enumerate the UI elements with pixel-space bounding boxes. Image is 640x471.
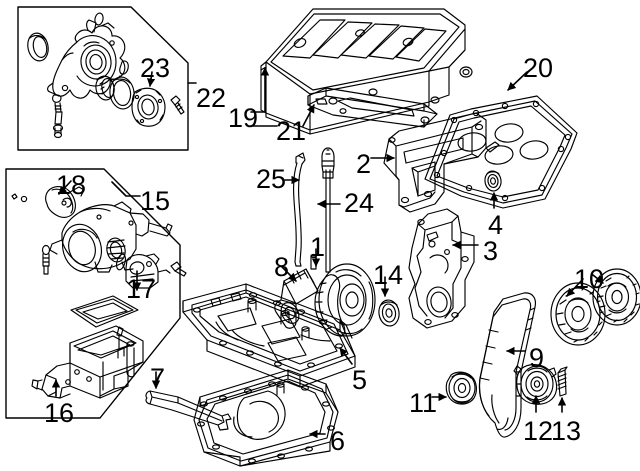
upper-oil-pan [182, 283, 356, 388]
callout-14[interactable]: 14 [373, 260, 404, 290]
crankshaft-pulley [314, 263, 376, 337]
callout-23[interactable]: 23 [140, 53, 171, 83]
timing-belt-upper-cover [383, 112, 487, 213]
oil-level-dipstick [321, 147, 335, 273]
callout-10[interactable]: 10 [574, 264, 605, 294]
callout-5[interactable]: 5 [352, 365, 368, 395]
callout-4[interactable]: 4 [488, 210, 504, 240]
upper-left-inset-frame [17, 6, 189, 151]
intake-manifold [31, 325, 144, 399]
throttle-body [49, 201, 173, 273]
oil-pump-housing [47, 19, 126, 99]
timing-belt [478, 292, 537, 438]
camshaft-sprocket-right [592, 268, 640, 326]
callout-24[interactable]: 24 [344, 188, 375, 218]
oil-pump-small-port [94, 12, 104, 26]
throttle-cable-bracket [11, 186, 85, 218]
callout-8[interactable]: 8 [274, 252, 290, 282]
callout-20[interactable]: 20 [523, 53, 554, 83]
callout-21[interactable]: 21 [276, 116, 307, 146]
throttle-position-sensor [125, 253, 171, 289]
throttle-pin [41, 244, 51, 275]
oil-pump-dowel [119, 60, 129, 75]
callout-7[interactable]: 7 [150, 363, 166, 393]
callout-2[interactable]: 2 [356, 149, 372, 179]
callout-11[interactable]: 11 [409, 388, 438, 418]
callout-17[interactable]: 17 [126, 274, 157, 304]
idler-pulley [445, 371, 477, 405]
camshaft-sprocket-left [550, 282, 606, 346]
spark-plug-cover-gasket [307, 87, 438, 128]
lower-oil-pan [193, 369, 339, 467]
manifold-studs [118, 335, 135, 378]
oil-pump-screw [170, 95, 185, 115]
callout-18[interactable]: 18 [56, 170, 87, 200]
callout-12[interactable]: 12 [523, 416, 554, 446]
oil-pump-seal [27, 32, 49, 62]
valve-cover-gasket [424, 95, 578, 209]
oil-pump-gasket [109, 76, 135, 110]
callout-3[interactable]: 3 [483, 236, 499, 266]
engine-cover [260, 8, 473, 135]
sealant-tube [145, 390, 232, 431]
callout-19[interactable]: 19 [228, 103, 259, 133]
callout-13[interactable]: 13 [551, 416, 582, 446]
callout-16[interactable]: 16 [44, 398, 75, 428]
gasket-pin [116, 326, 124, 337]
timing-belt-inner-cover [408, 208, 475, 329]
oil-pump-cover [131, 87, 166, 127]
callout-15[interactable]: 15 [140, 186, 171, 216]
callout-leaders [51, 67, 604, 439]
sensor-bolt [170, 261, 187, 277]
callout-6[interactable]: 6 [330, 426, 346, 456]
callout-9[interactable]: 9 [529, 343, 545, 373]
dipstick-tube [293, 152, 306, 267]
callout-22[interactable]: 22 [196, 83, 227, 113]
callout-25[interactable]: 25 [256, 164, 287, 194]
lower-left-inset-frame [5, 168, 181, 419]
callout-1[interactable]: 1 [310, 232, 326, 262]
sensor-o-ring [115, 253, 127, 271]
intake-manifold-gasket [70, 295, 139, 328]
tensioner-bolt [557, 366, 568, 397]
camshaft-seal [484, 170, 502, 192]
oil-pump-bolt-stack [52, 94, 64, 139]
crankshaft-sprocket-seal [378, 299, 400, 327]
